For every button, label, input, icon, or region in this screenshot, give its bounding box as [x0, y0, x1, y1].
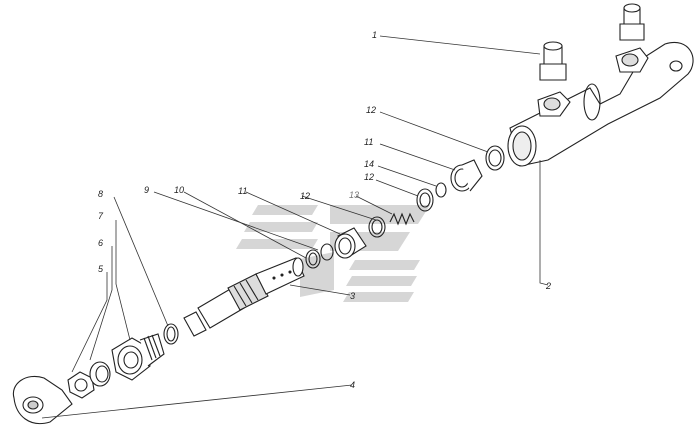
cylinder-body	[507, 41, 694, 167]
fitting-1-upper	[619, 3, 645, 41]
callout-13: 13	[349, 190, 360, 200]
callout-12-mid: 12	[364, 172, 375, 182]
callout-10: 10	[174, 185, 185, 195]
o-ring-8	[163, 323, 179, 345]
ring-12-inner	[368, 216, 386, 238]
piston-11-upper	[450, 159, 483, 192]
callout-2: 2	[546, 281, 552, 291]
gland-nut	[111, 333, 165, 381]
callout-12-top: 12	[366, 105, 377, 115]
washer	[89, 361, 111, 387]
callout-11-upper: 11	[364, 137, 374, 147]
piston-11	[334, 227, 367, 259]
watermark-logo	[236, 205, 430, 302]
spring-13	[389, 212, 415, 226]
parts	[12, 3, 694, 424]
callout-1: 1	[372, 30, 378, 40]
ring-14	[435, 182, 447, 198]
callout-9: 9	[144, 185, 150, 195]
lock-nut	[67, 371, 95, 399]
leader-lines	[41, 35, 549, 419]
callout-6: 6	[98, 238, 104, 248]
callout-8: 8	[98, 189, 104, 199]
callout-4: 4	[350, 380, 356, 390]
callout-14: 14	[364, 159, 375, 169]
callout-5: 5	[98, 264, 104, 274]
piston-rod	[183, 257, 305, 337]
callout-7: 7	[98, 211, 104, 221]
ring-12-mid	[416, 188, 434, 212]
ring-12-top	[485, 145, 505, 171]
callout-3: 3	[350, 291, 356, 301]
seal-9	[320, 243, 334, 261]
callout-11-lower: 11	[238, 186, 248, 196]
o-ring-10	[305, 249, 321, 269]
callout-12-lower: 12	[300, 191, 311, 201]
fitting-1-lower	[539, 41, 567, 81]
rod-end-eye	[12, 376, 73, 424]
